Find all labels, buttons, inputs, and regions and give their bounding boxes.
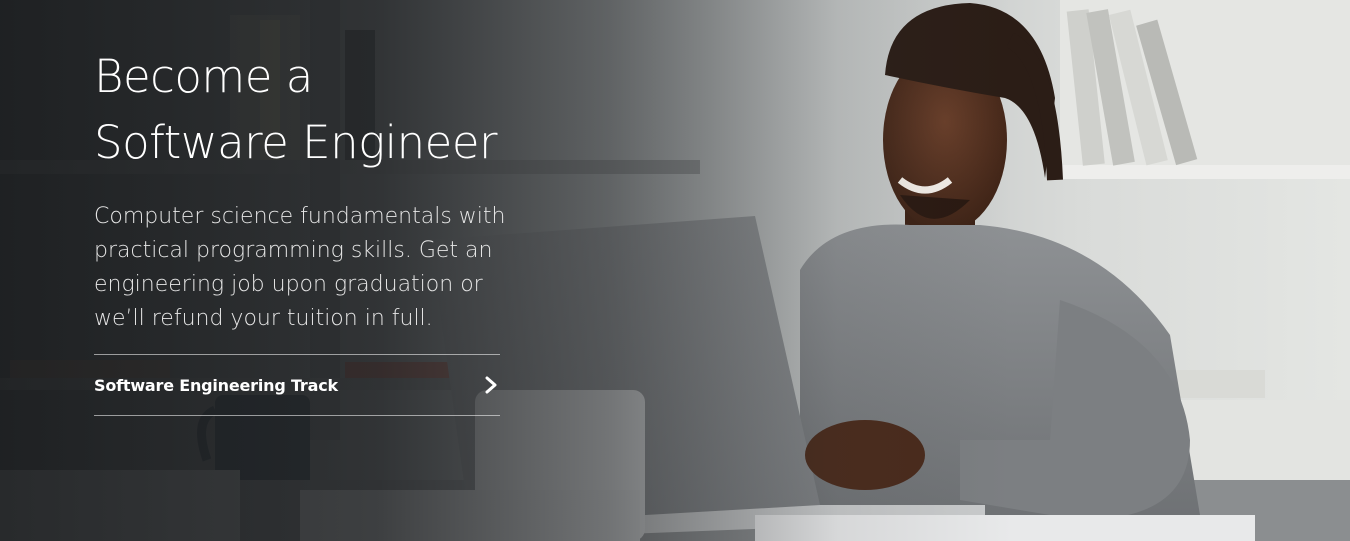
track-link-label: Software Engineering Track (94, 375, 338, 395)
hero-subtitle: Computer science fundamentals with pract… (94, 204, 506, 331)
hero-headline: Become a Software Engineer (94, 50, 498, 169)
chevron-right-icon (485, 376, 497, 394)
hero-content: Become a Software Engineer Computer scie… (94, 44, 514, 336)
software-engineering-track-link[interactable]: Software Engineering Track (94, 354, 500, 416)
